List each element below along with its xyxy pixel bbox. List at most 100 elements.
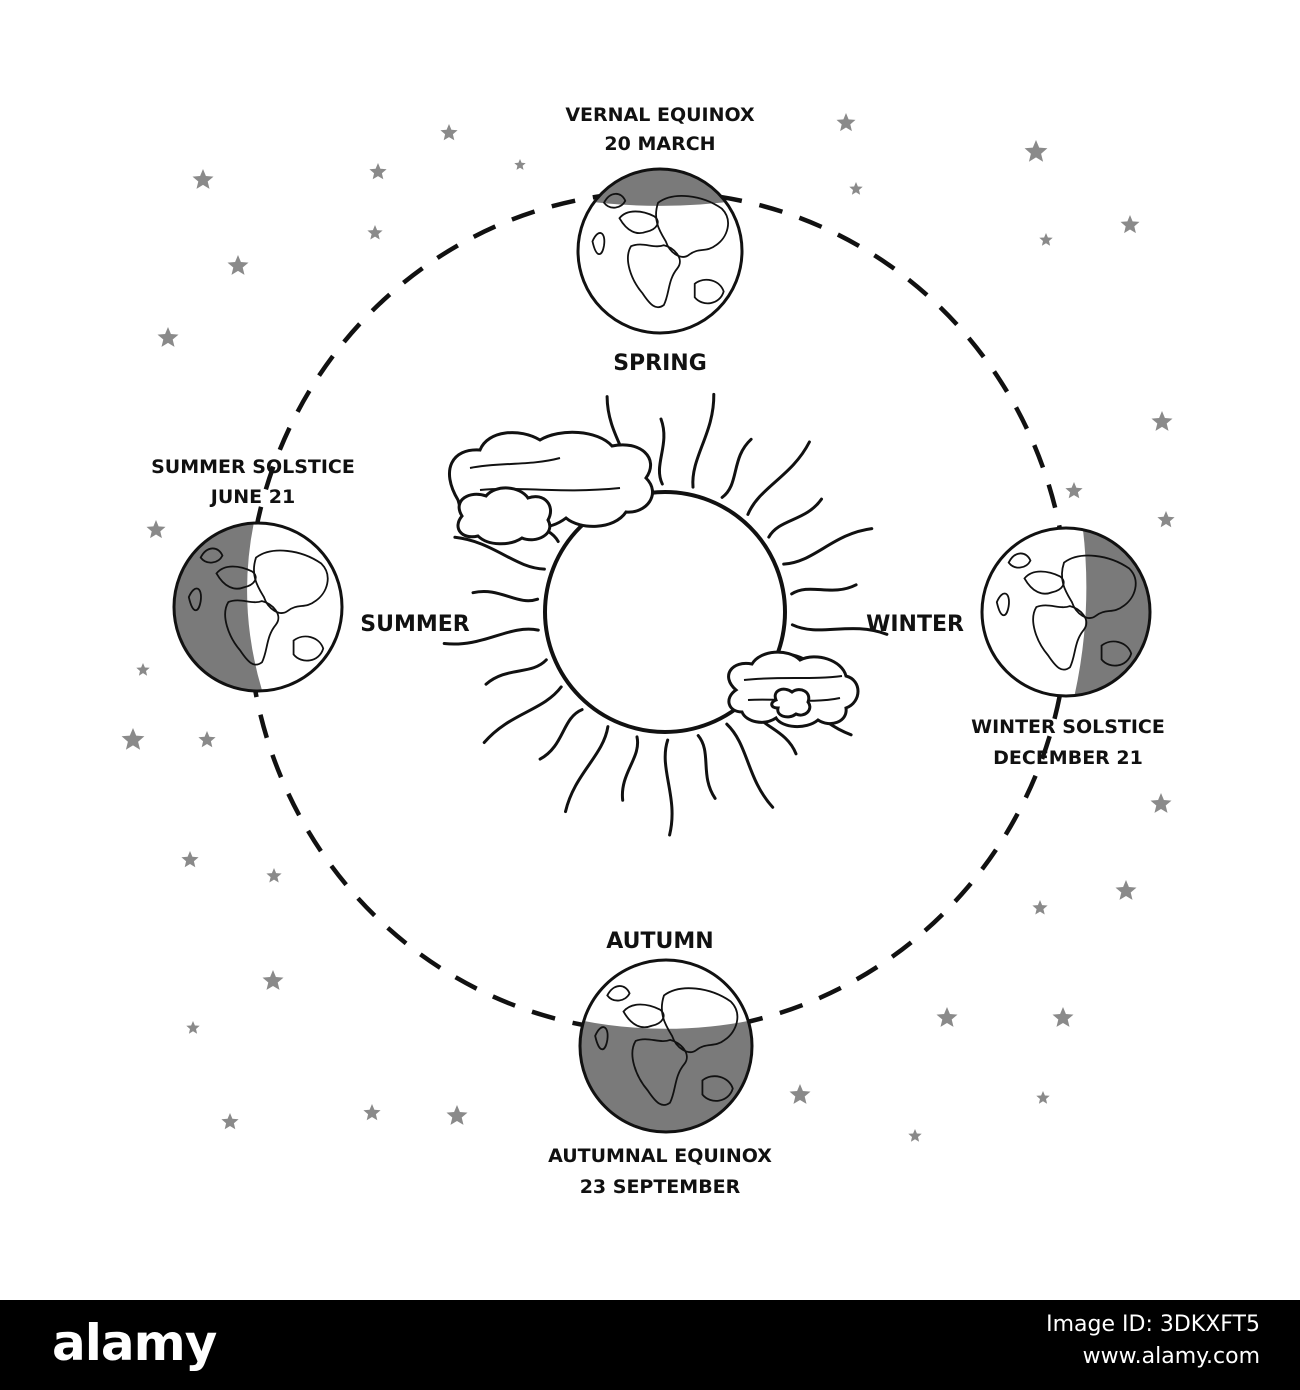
star-icon bbox=[1039, 233, 1053, 246]
sun-ray bbox=[442, 627, 540, 646]
sun-ray bbox=[657, 417, 666, 486]
continent-outline bbox=[253, 549, 329, 614]
sun-ray bbox=[691, 392, 716, 489]
continent-outline bbox=[1032, 604, 1088, 671]
summer-solstice-label: SUMMER SOLSTICE bbox=[151, 456, 355, 478]
star-icon bbox=[1052, 1007, 1074, 1027]
star-icon bbox=[136, 663, 150, 676]
vernal-equinox-label: VERNAL EQUINOX bbox=[565, 104, 755, 126]
continent-outline bbox=[660, 987, 739, 1053]
sun-ray bbox=[720, 437, 753, 499]
star-icon bbox=[1120, 215, 1140, 234]
earth-disc bbox=[578, 169, 742, 333]
continent-outline bbox=[627, 243, 681, 309]
star-icon bbox=[262, 970, 284, 990]
star-icon bbox=[363, 1104, 381, 1121]
star-icon bbox=[440, 124, 458, 141]
star-icon bbox=[849, 182, 863, 195]
stock-logo: alamy bbox=[52, 1314, 217, 1372]
continent-outline bbox=[693, 278, 725, 305]
winter-label: WINTER bbox=[866, 612, 964, 637]
continent-outline bbox=[1100, 640, 1133, 667]
continent-outline bbox=[995, 592, 1010, 617]
star-icon bbox=[514, 159, 526, 170]
sun-icon bbox=[543, 490, 787, 734]
continent-outline bbox=[1007, 552, 1032, 569]
continent-outline bbox=[1061, 554, 1137, 619]
continent-outline bbox=[655, 195, 729, 258]
sun-ray bbox=[453, 535, 546, 571]
continent-outline bbox=[606, 985, 631, 1002]
earth-shadow bbox=[578, 169, 742, 206]
sun-ray bbox=[484, 658, 548, 686]
sun-ray bbox=[471, 589, 540, 603]
cloud-icon bbox=[448, 430, 654, 546]
star-icon bbox=[1065, 482, 1083, 499]
star-icon bbox=[157, 327, 179, 347]
sun-ray bbox=[725, 722, 775, 809]
autumnal-equinox-label: AUTUMNAL EQUINOX bbox=[548, 1145, 772, 1167]
star-icon bbox=[369, 163, 387, 180]
star-icon bbox=[1032, 900, 1048, 915]
star-icon bbox=[908, 1129, 922, 1142]
star-icon bbox=[266, 868, 282, 883]
continent-outline bbox=[591, 232, 606, 256]
sun-ray bbox=[564, 725, 610, 814]
star-icon bbox=[1115, 880, 1137, 900]
summer-solstice-date: JUNE 21 bbox=[209, 486, 295, 508]
sun-ray bbox=[538, 708, 584, 761]
vernal-equinox-date: 20 MARCH bbox=[604, 133, 715, 155]
star-icon bbox=[367, 225, 383, 240]
star-icon bbox=[1157, 511, 1175, 528]
earth-outline bbox=[578, 958, 754, 1134]
continent-outline bbox=[187, 587, 202, 612]
continent-outline bbox=[631, 1038, 688, 1106]
sun-ray bbox=[746, 440, 811, 516]
star-icon bbox=[221, 1113, 239, 1130]
earth-icon bbox=[172, 521, 344, 693]
earth-icon bbox=[576, 167, 744, 335]
earth-icon bbox=[980, 526, 1152, 698]
sun-ray bbox=[663, 738, 674, 837]
continent-outline bbox=[199, 547, 224, 564]
star-icon bbox=[936, 1007, 958, 1027]
stock-watermark-bar: alamy Image ID: 3DKXFT5 www.alamy.com bbox=[0, 1300, 1300, 1390]
continent-outline bbox=[224, 599, 280, 666]
earth-outline bbox=[172, 521, 344, 693]
sun-ray bbox=[696, 734, 717, 800]
continent-outline bbox=[602, 192, 627, 209]
star-icon bbox=[1150, 793, 1172, 813]
autumn-label: AUTUMN bbox=[606, 929, 713, 954]
earth-shadow bbox=[1074, 528, 1150, 696]
earth-outline bbox=[980, 526, 1152, 698]
sun-ray bbox=[790, 583, 858, 596]
star-icon bbox=[121, 728, 145, 750]
stock-image-id: Image ID: 3DKXFT5 bbox=[1046, 1312, 1260, 1337]
star-icon bbox=[446, 1105, 468, 1125]
continent-outline bbox=[292, 635, 325, 662]
continent-outline bbox=[594, 1026, 609, 1051]
star-icon bbox=[227, 255, 249, 275]
star-icon bbox=[146, 520, 166, 539]
earth-shadow bbox=[580, 1020, 752, 1132]
star-icon bbox=[198, 731, 216, 748]
stars-background bbox=[121, 113, 1175, 1142]
sun-ray bbox=[621, 735, 640, 802]
summer-label: SUMMER bbox=[360, 612, 470, 637]
star-icon bbox=[186, 1021, 200, 1034]
star-icon bbox=[181, 851, 199, 868]
star-icon bbox=[1151, 411, 1173, 431]
winter-solstice-label: WINTER SOLSTICE bbox=[971, 716, 1165, 738]
earth-orbit-seasons-diagram: VERNAL EQUINOX 20 MARCH SPRING SUMMER SO… bbox=[121, 104, 1175, 1198]
continent-outline bbox=[701, 1075, 734, 1102]
earth-shadow bbox=[174, 523, 263, 691]
cloud-icon bbox=[727, 650, 860, 728]
star-icon bbox=[192, 169, 214, 189]
star-icon bbox=[836, 113, 856, 132]
star-icon bbox=[1024, 140, 1048, 162]
sun-ray bbox=[790, 623, 889, 636]
spring-label: SPRING bbox=[613, 351, 707, 376]
stock-url: www.alamy.com bbox=[1082, 1344, 1260, 1369]
sun-ray bbox=[782, 527, 874, 566]
sun-ray bbox=[482, 685, 563, 744]
